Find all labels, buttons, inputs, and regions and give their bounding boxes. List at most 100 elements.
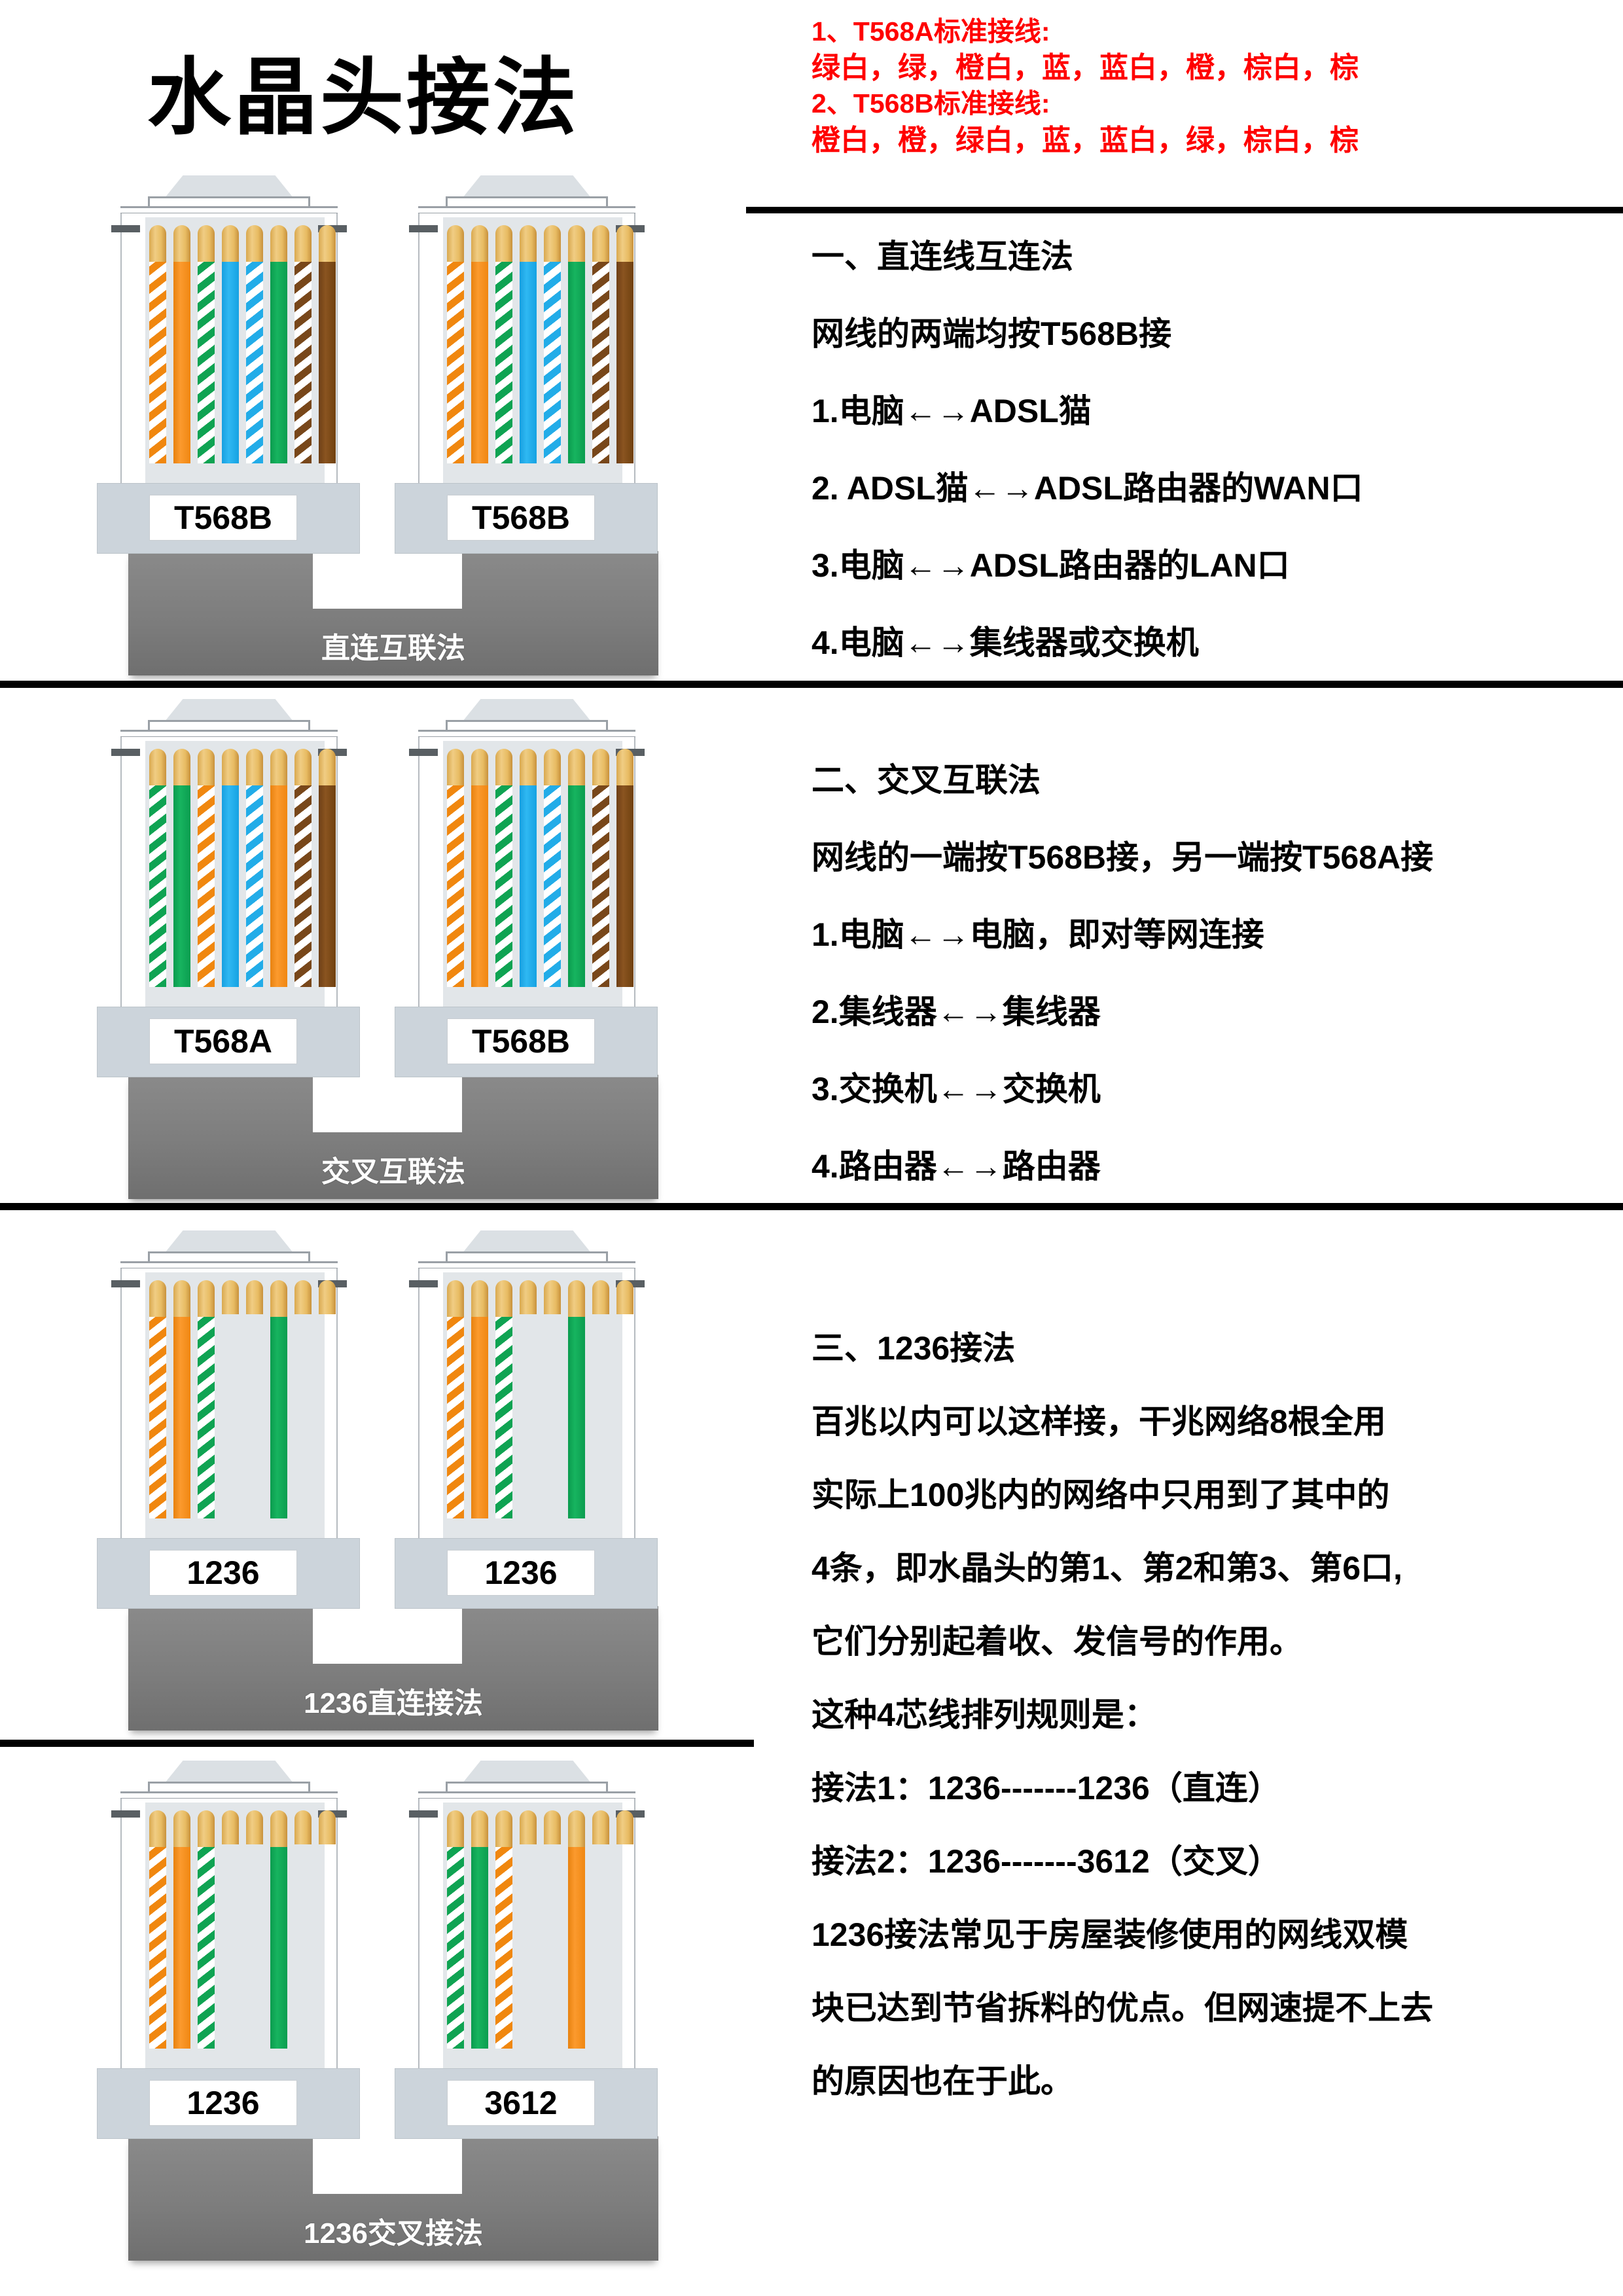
plug-standard-label: 3612 [447,2080,595,2126]
wire-1-stripe-orange [447,1317,464,1518]
t568a-color-order: 绿白，绿，橙白，蓝，蓝白，橙，棕白，棕 [812,52,1359,84]
section-1-line-5: 4.电脑←→集线器或交换机 [812,624,1199,661]
contact-pin-7 [294,225,312,264]
contact-pin-5 [246,1810,263,1844]
section-3-line-2: 实际上100兆内的网络中只用到了其中的 [812,1477,1390,1513]
t568a-standard-title: 1、T568A标准接线: [812,16,1050,46]
contact-pin-1 [149,1810,166,1850]
contact-pin-4 [222,225,239,264]
contact-pin-3 [495,225,512,264]
wire-3-stripe-green [495,785,512,987]
plug-standard-label: T568B [149,495,297,541]
plug-clip-tab [165,1230,293,1253]
contact-pin-4 [520,225,537,264]
plug-standard-label-text: T568B [471,1023,571,1060]
plug-standard-label: 1236 [447,1550,595,1596]
cable-notch [313,2136,462,2194]
contact-pin-3 [198,1810,215,1850]
section-3-line-4: 它们分别起着收、发信号的作用。 [812,1623,1302,1660]
divider-header [746,207,1623,213]
contact-pin-3 [495,1280,512,1319]
wire-1-stripe-green [149,785,166,987]
contact-pin-3 [198,749,215,788]
contact-pin-4 [520,1810,537,1844]
wire-3-stripe-green [198,1317,215,1518]
contact-pin-5 [544,225,561,264]
contact-pin-6 [270,1810,287,1850]
plug-standard-label-text: 1236 [187,2085,260,2121]
section-1-line-4: 3.电脑←→ADSL路由器的LAN口 [812,547,1290,584]
section-2-line-2: 1.电脑←→电脑，即对等网连接 [812,916,1264,953]
wire-2-solid-orange [471,262,488,463]
cable-body: 直连互联法 [128,551,658,675]
contact-pin-1 [447,1280,464,1319]
plug-top-bar [111,1251,347,1271]
plug-clip-tab [463,1230,591,1253]
contact-pin-8 [616,749,633,788]
section-3-line-5: 这种4芯线排列规则是： [812,1696,1157,1733]
cable-method-label: 1236直连接法 [304,1687,483,1719]
plug-clip-tab [463,1761,591,1783]
contact-pin-1 [447,749,464,788]
contact-pin-5 [246,1280,263,1314]
contact-pin-2 [173,1810,190,1850]
section-1-line-3: 2. ADSL猫←→ADSL路由器的WAN口 [812,470,1363,507]
section-3-line-7: 接法2：1236-------3612（交叉） [812,1843,1281,1880]
cable-body: 交叉互联法 [128,1075,658,1199]
wire-7-stripe-brown [294,262,312,463]
wire-8-solid-brown [616,785,633,987]
section-2-heading: 二、交叉互联法 [812,762,1041,798]
plug-latch-left [111,1280,140,1287]
wire-5-stripe-blue [246,785,263,987]
wire-3-stripe-green [198,1847,215,2049]
section-1-line-2: 1.电脑←→ADSL猫 [812,393,1092,429]
plug-standard-label-text: 1236 [484,1554,558,1591]
section-3-line-1: 百兆以内可以这样接，干兆网络8根全用 [812,1403,1386,1440]
wire-2-solid-orange [173,262,190,463]
contact-pin-6 [568,1810,585,1850]
contact-pin-2 [471,749,488,788]
wire-1-stripe-orange [149,1847,166,2049]
section-3-text: 三、1236接法 百兆以内可以这样接，干兆网络8根全用 实际上100兆内的网络中… [812,1322,1616,2102]
plug-clip-tab [165,1761,293,1783]
wire-6-solid-green [270,1317,287,1518]
standards-header: 1、T568A标准接线: 绿白，绿，橙白，蓝，蓝白，橙，棕白，棕 2、T568B… [812,14,1610,159]
section-2-line-5: 4.路由器←→路由器 [812,1148,1101,1185]
plug-latch-left [409,1280,438,1287]
wire-1-stripe-green [447,1847,464,2049]
wire-6-solid-green [270,1847,287,2049]
section-1-line-1: 网线的两端均按T568B接 [812,315,1172,352]
wire-2-solid-orange [471,1317,488,1518]
plug-standard-label-text: T568B [173,499,273,536]
contact-pin-4 [222,749,239,788]
contact-pin-7 [294,1280,312,1314]
cable-method-label: 直连互联法 [321,632,465,664]
contact-pin-4 [520,749,537,788]
plug-standard-label: T568B [447,495,595,541]
t568b-color-order: 橙白，橙，绿白，蓝，蓝白，绿，棕白，棕 [812,124,1359,156]
contact-pin-8 [616,225,633,264]
contact-pin-3 [495,1810,512,1850]
cable-notch [313,1606,462,1664]
plug-standard-label-text: 3612 [484,2085,558,2121]
plug-top-bar [111,720,347,740]
plug-standard-label: T568B [447,1018,595,1064]
wire-3-stripe-orange [495,1847,512,2049]
contact-pin-6 [568,749,585,788]
contact-pin-2 [173,225,190,264]
contact-pin-1 [149,1280,166,1319]
wire-6-solid-orange [270,785,287,987]
page-title: 水晶头接法 [147,51,580,145]
cable-body: 1236直连接法 [128,1606,658,1731]
wire-2-solid-green [471,1847,488,2049]
contact-pin-7 [294,1810,312,1844]
contact-pin-7 [592,225,609,264]
wire-6-solid-green [568,262,585,463]
contact-pin-3 [198,225,215,264]
contact-pin-8 [616,1810,633,1844]
section-2-line-3: 2.集线器←→集线器 [812,994,1101,1030]
wire-3-stripe-green [495,1317,512,1518]
section-1-text: 一、直连线互连法 网线的两端均按T568B接 1.电脑←→ADSL猫 2. AD… [812,230,1616,664]
wire-6-solid-green [568,1317,585,1518]
